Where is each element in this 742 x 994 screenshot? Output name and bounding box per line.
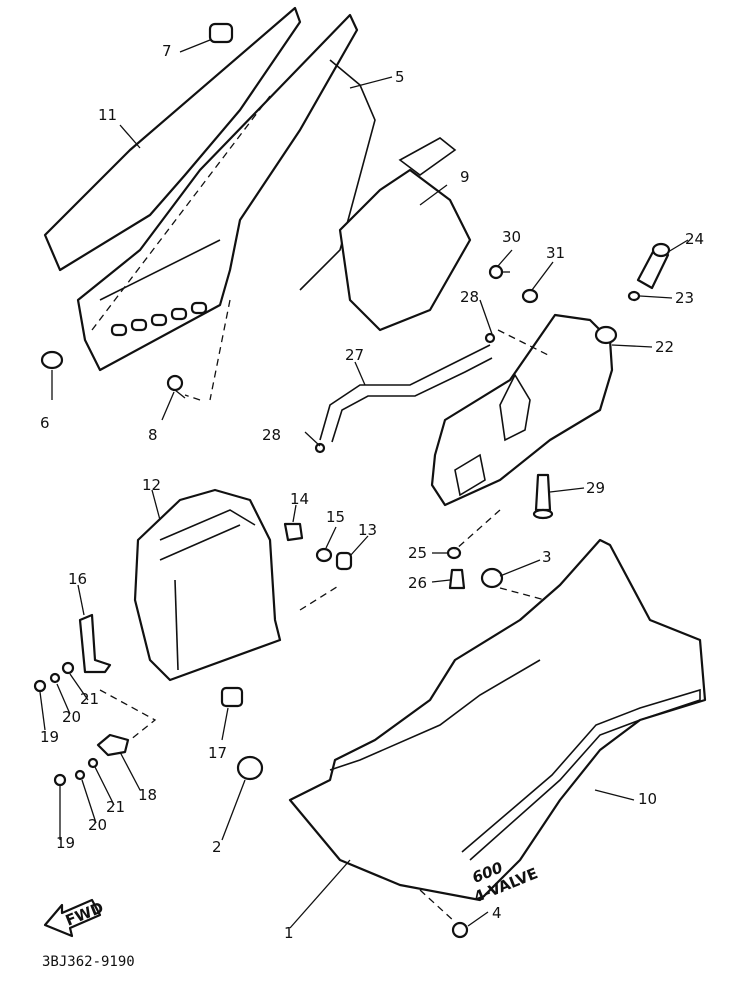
label-part-21-lower: 21 — [106, 798, 125, 816]
label-part-15: 15 — [326, 508, 345, 526]
part-8-screw — [166, 374, 184, 392]
label-part-26: 26 — [408, 574, 427, 592]
part-12-ribs — [159, 509, 256, 541]
part-19-screw-lower — [53, 773, 67, 787]
label-part-11: 11 — [98, 106, 117, 124]
label-part-28-lower: 28 — [262, 426, 281, 444]
label-part-28-upper: 28 — [460, 288, 479, 306]
part-12-side — [174, 579, 179, 671]
part-10-stripe — [461, 688, 701, 861]
part-number-labels: 7 11 5 9 6 8 27 28 28 30 31 24 23 22 29 … — [40, 42, 704, 942]
label-part-2: 2 — [212, 838, 222, 856]
part-22-window — [454, 453, 486, 497]
label-part-16: 16 — [68, 570, 87, 588]
part-15-nut — [315, 547, 333, 563]
label-part-21-upper: 21 — [80, 690, 99, 708]
part-6-nut — [40, 350, 64, 370]
leader-lines — [39, 39, 689, 929]
label-part-31: 31 — [546, 244, 565, 262]
label-part-6: 6 — [40, 414, 50, 432]
label-part-20-upper: 20 — [62, 708, 81, 726]
part-26-bolt — [448, 568, 466, 590]
label-part-25: 25 — [408, 544, 427, 562]
part-29-bolt — [534, 473, 552, 512]
part-21-washer-lower — [87, 757, 99, 769]
part-31-collar — [521, 288, 539, 304]
part-5-frame-bar — [299, 59, 376, 291]
part-3-grommet — [480, 567, 504, 589]
part-25-nut — [446, 546, 462, 560]
part-24-cap — [636, 246, 670, 290]
label-part-14: 14 — [290, 490, 309, 508]
part-22-tank — [430, 313, 614, 507]
part-19-screw-upper — [33, 679, 47, 693]
label-part-4: 4 — [492, 904, 502, 922]
part-22-filler-neck — [594, 325, 618, 345]
label-part-30: 30 — [502, 228, 521, 246]
label-part-1: 1 — [284, 924, 294, 942]
label-part-5: 5 — [395, 68, 405, 86]
part-14-bolt — [283, 522, 304, 542]
part-12-battery-box — [133, 488, 282, 682]
label-part-24: 24 — [685, 230, 704, 248]
part-5-edge — [99, 239, 221, 301]
part-20-washer-lower — [74, 769, 86, 781]
label-part-27: 27 — [345, 346, 364, 364]
label-part-20-lower: 20 — [88, 816, 107, 834]
part-2-grommet — [236, 755, 264, 781]
label-part-18: 18 — [138, 786, 157, 804]
label-part-12: 12 — [142, 476, 161, 494]
label-part-13: 13 — [358, 521, 377, 539]
part-28-clip-upper — [484, 332, 496, 344]
label-part-29: 29 — [586, 479, 605, 497]
part-4-screw — [451, 921, 469, 939]
part-1-side-cover — [288, 538, 707, 902]
label-part-23: 23 — [675, 289, 694, 307]
forward-arrow-icon: FWD — [43, 898, 106, 938]
label-part-17: 17 — [208, 744, 227, 762]
label-part-9: 9 — [460, 168, 470, 186]
label-part-19-lower: 19 — [56, 834, 75, 852]
part-9-filter — [338, 168, 472, 332]
part-11-strip — [43, 6, 302, 272]
part-9-top — [398, 137, 457, 176]
part-13-collar — [335, 551, 353, 571]
part-27-hose — [319, 344, 491, 441]
label-part-10: 10 — [638, 790, 657, 808]
part-22-bracket — [499, 373, 531, 442]
label-part-19-upper: 19 — [40, 728, 59, 746]
part-18-clamp — [96, 733, 130, 757]
part-28-clip-lower — [314, 442, 326, 454]
part-23-gasket — [627, 290, 641, 302]
part-16-bracket — [78, 613, 112, 674]
part-21-washer-upper — [61, 661, 75, 675]
part-5-vents — [110, 301, 208, 337]
part-30-bolt — [488, 264, 504, 280]
part-24-cap-top — [651, 242, 671, 258]
part-5-upper-cover — [76, 13, 359, 372]
label-part-3: 3 — [542, 548, 552, 566]
part-20-washer-upper — [49, 672, 61, 684]
drawing-code: 3BJ362-9190 — [42, 954, 135, 970]
label-part-7: 7 — [162, 42, 172, 60]
part-7-grommet — [208, 22, 234, 44]
part-1-inner-edge — [329, 659, 541, 771]
part-17-grommet — [220, 686, 244, 708]
label-part-8: 8 — [148, 426, 158, 444]
label-part-22: 22 — [655, 338, 674, 356]
